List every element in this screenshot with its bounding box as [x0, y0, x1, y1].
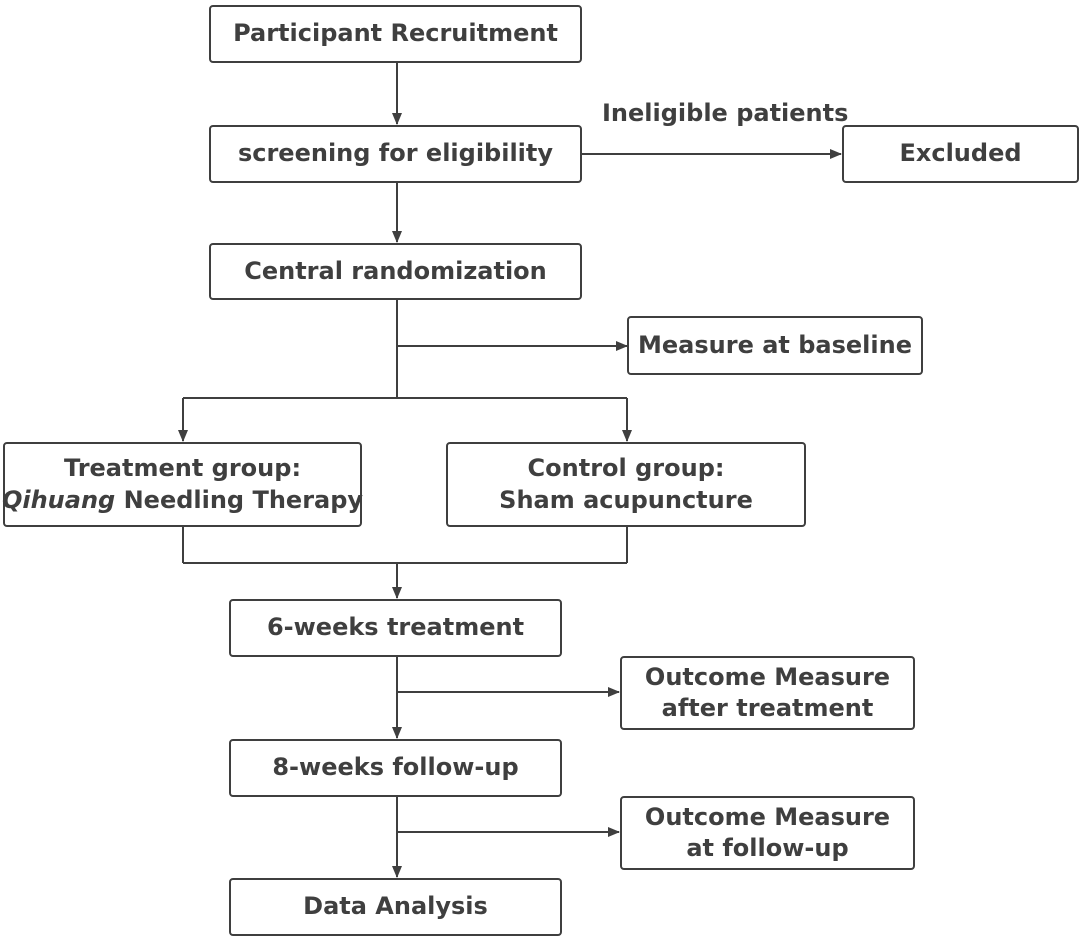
- central-randomization-label: Central randomization: [244, 256, 547, 285]
- needling-therapy-text: Needling Therapy: [115, 485, 364, 514]
- treatment-group-box: Treatment group: Qihuang Needling Therap…: [2, 442, 363, 527]
- data-analysis-box: Data Analysis: [229, 878, 562, 936]
- data-analysis-label: Data Analysis: [303, 892, 488, 921]
- treatment-group-title: Treatment group:: [63, 454, 302, 483]
- screening-label: screening for eligibility: [237, 139, 554, 168]
- ineligible-patients-label: Ineligible patients: [602, 99, 849, 127]
- measure-at-baseline-label: Measure at baseline: [638, 330, 912, 359]
- central-randomization-box: Central randomization: [209, 243, 582, 300]
- measure-at-baseline-box: Measure at baseline: [627, 316, 923, 375]
- control-group-title: Control group:: [527, 454, 725, 483]
- control-group-intervention: Sham acupuncture: [499, 485, 753, 514]
- control-group-box: Control group: Sham acupuncture: [446, 442, 806, 527]
- outcome-at-follow-up-line2: at follow-up: [686, 834, 849, 862]
- six-weeks-treatment-label: 6-weeks treatment: [266, 613, 525, 642]
- eight-weeks-follow-up-box: 8-weeks follow-up: [229, 739, 562, 797]
- outcome-at-follow-up-line1: Outcome Measure: [644, 802, 891, 831]
- six-weeks-treatment-box: 6-weeks treatment: [229, 599, 562, 657]
- excluded-label: Excluded: [899, 139, 1022, 168]
- outcome-at-follow-up-box: Outcome Measure at follow-up: [620, 796, 915, 870]
- screening-box: screening for eligibility: [209, 125, 582, 183]
- participant-recruitment-label: Participant Recruitment: [233, 19, 558, 48]
- outcome-after-treatment-line1: Outcome Measure: [644, 662, 891, 691]
- outcome-after-treatment-box: Outcome Measure after treatment: [620, 656, 915, 730]
- excluded-box: Excluded: [842, 125, 1079, 183]
- qihuang-term: Qihuang: [1, 485, 116, 514]
- treatment-group-therapy: Qihuang Needling Therapy: [2, 485, 363, 516]
- eight-weeks-follow-up-label: 8-weeks follow-up: [272, 753, 519, 782]
- outcome-after-treatment-line2: after treatment: [661, 694, 874, 722]
- participant-recruitment-box: Participant Recruitment: [209, 5, 582, 63]
